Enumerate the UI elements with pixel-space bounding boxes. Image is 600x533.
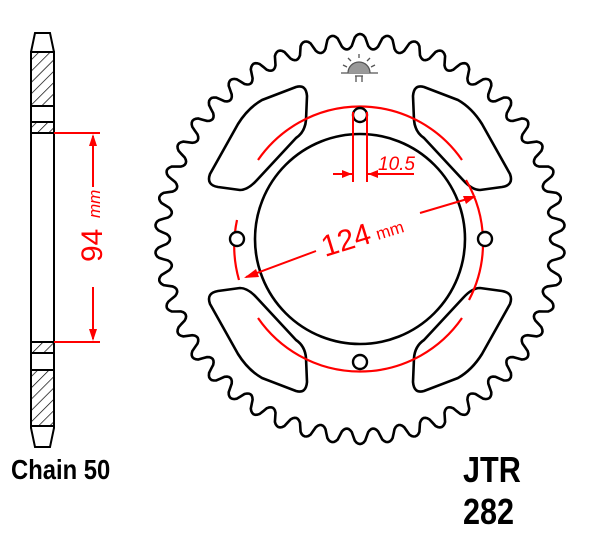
bolt-hole-left [228, 230, 246, 248]
sprocket-teeth-outline [154, 32, 566, 446]
dimension-10-5 [333, 112, 414, 182]
dimension-10-5-value: 10.5 [378, 154, 415, 175]
dimension-94-value: 94 [76, 229, 109, 262]
dimension-94-unit: mm [85, 190, 104, 218]
cutout-bottom-right [411, 286, 513, 393]
bolt-hole-bottom [351, 353, 369, 371]
dimension-94mm [54, 132, 100, 343]
lightening-cutouts [207, 85, 513, 393]
cutout-top-right [411, 85, 513, 192]
bolt-hole-right [476, 230, 494, 248]
sunrise-logo-icon [341, 54, 378, 82]
center-bore [253, 132, 467, 346]
cutout-top-left [207, 85, 309, 192]
cutout-bottom-left [207, 286, 309, 393]
dimension-124mm [244, 196, 476, 278]
sprocket-drawing: 94 mm 10.5 [30, 32, 566, 448]
dimension-124-value: 124 [317, 217, 375, 263]
part-number-label: JTR 282 [463, 449, 521, 532]
side-profile [30, 32, 55, 448]
dimension-124-unit: mm [374, 217, 407, 243]
chain-size-label: Chain 50 [11, 454, 111, 485]
bolt-hole-top [351, 106, 369, 124]
